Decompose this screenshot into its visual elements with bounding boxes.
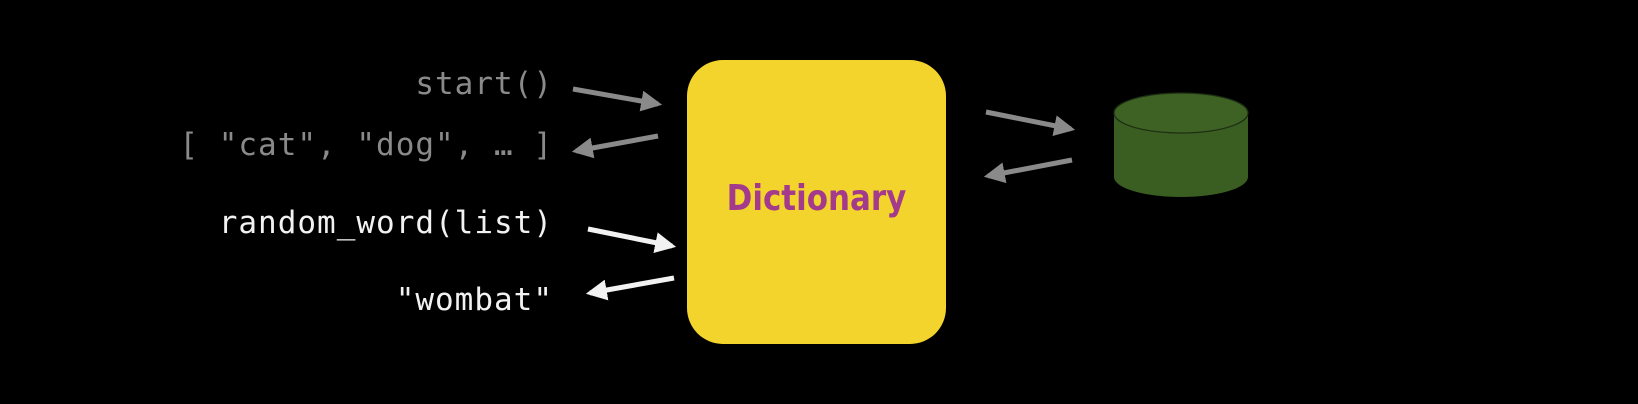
random-word-call-label: random_word(list) [218,205,553,241]
random-word-call-arrow [587,226,677,253]
database-response-arrow [983,157,1073,184]
word-list-return-arrow [571,133,659,159]
start-call-label: start() [415,66,553,102]
dictionary-label: Dictionary [726,177,907,219]
word-list-result-label: [ "cat", "dog", … ] [179,127,553,163]
database-request-arrow [985,109,1076,137]
dictionary-box: Dictionary [687,60,946,344]
start-call-arrow [572,86,663,112]
wombat-result-label: "wombat" [395,282,553,318]
database-cylinder-icon [1113,92,1249,197]
wombat-return-arrow [585,275,675,301]
